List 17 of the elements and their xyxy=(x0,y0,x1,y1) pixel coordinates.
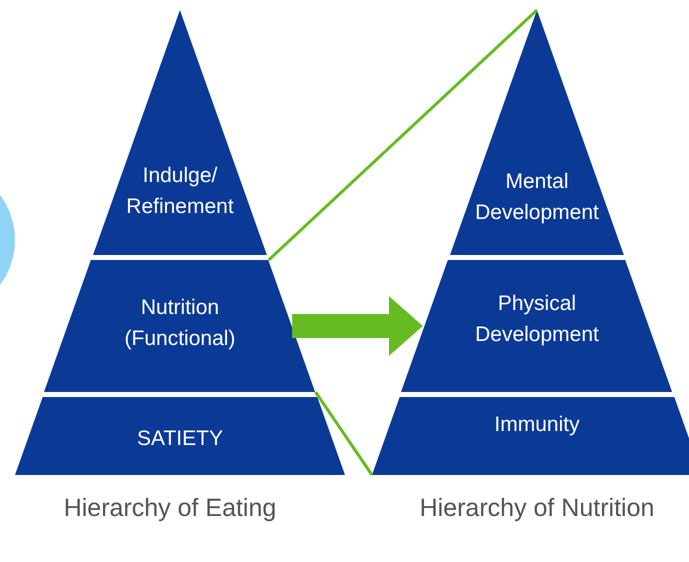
tier-label: SATIETY xyxy=(136,426,224,452)
tier-label: Physical Development xyxy=(474,291,600,348)
pyramid-tier xyxy=(44,260,316,392)
connector-line xyxy=(268,8,538,262)
pyramid-tier xyxy=(15,397,345,475)
pyramid-caption: Hierarchy of Eating xyxy=(62,493,278,524)
pyramid-tier xyxy=(401,260,673,392)
connector-line xyxy=(314,391,374,476)
pyramid-tier xyxy=(93,10,267,255)
arrow xyxy=(292,296,423,356)
pyramid-tier xyxy=(372,397,689,475)
tier-label: Indulge/ Refinement xyxy=(125,163,235,220)
tier-label: Mental Development xyxy=(474,169,600,226)
tier-label: Nutrition (Functional) xyxy=(124,295,236,352)
tier-label: Immunity xyxy=(493,412,581,438)
pyramid-caption: Hierarchy of Nutrition xyxy=(418,493,656,524)
pyramid-tier xyxy=(450,10,624,255)
